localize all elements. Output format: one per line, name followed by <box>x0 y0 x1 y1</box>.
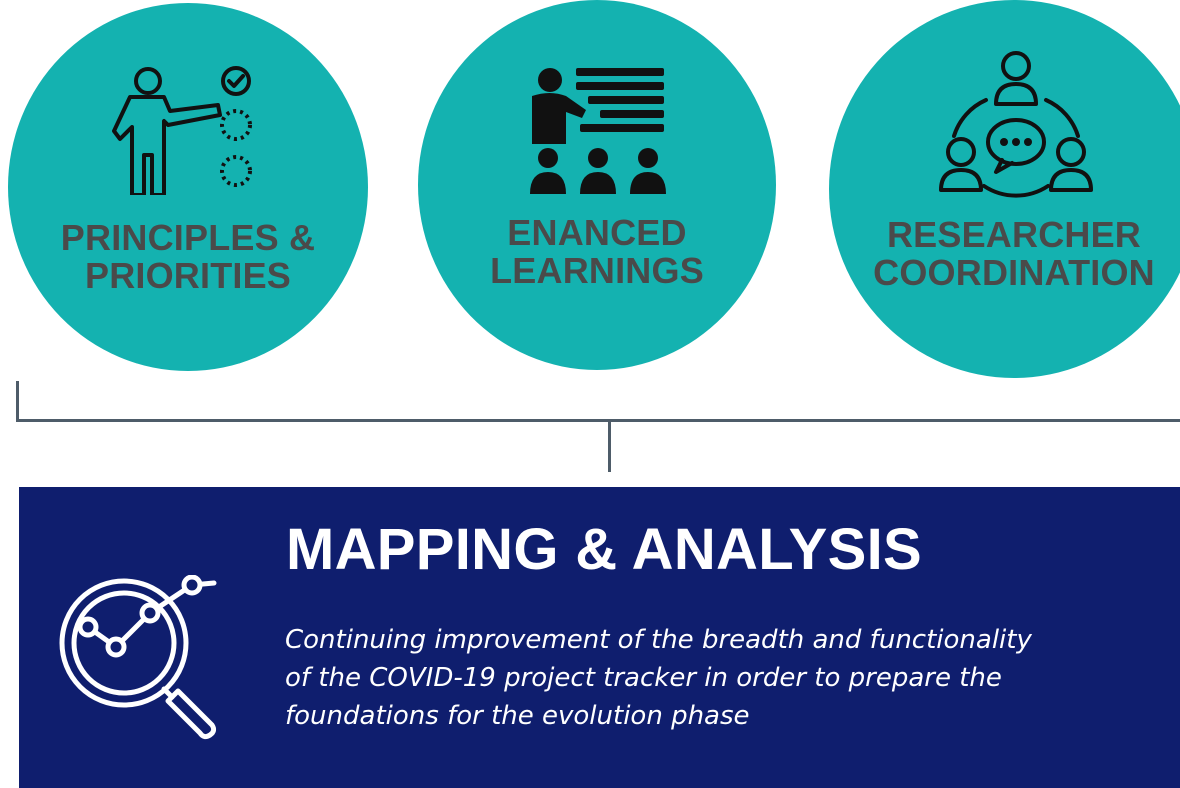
pillar-label-line: PRINCIPLES & <box>60 217 316 258</box>
panel-description: Continuing improvement of the breadth an… <box>285 621 1165 735</box>
panel-description-line: of the COVID-19 project tracker in order… <box>285 663 1002 693</box>
mapping-analysis-panel: MAPPING & ANALYSIS Continuing improvemen… <box>19 487 1180 788</box>
pillar-principles-priorities: PRINCIPLES & PRIORITIES <box>8 3 368 371</box>
pillar-label-line: ENANCED <box>507 212 687 253</box>
panel-title: MAPPING & ANALYSIS <box>286 517 922 582</box>
pillar-label: ENANCED LEARNINGS <box>418 214 776 290</box>
panel-description-line: Continuing improvement of the breadth an… <box>285 625 1032 655</box>
panel-description-line: foundations for the evolution phase <box>285 701 750 731</box>
connector-left <box>16 381 19 422</box>
pillar-label: RESEARCHER COORDINATION <box>829 216 1180 292</box>
pillar-researcher-coordination: RESEARCHER COORDINATION <box>829 0 1180 378</box>
presenter-checklist-icon <box>112 66 252 195</box>
pillar-label: PRINCIPLES & PRIORITIES <box>8 219 368 295</box>
teacher-audience-icon <box>530 68 666 194</box>
pillar-label-line: COORDINATION <box>873 252 1155 293</box>
connector-horizontal <box>16 419 1180 422</box>
pillar-label-line: PRIORITIES <box>84 255 292 296</box>
pillar-label-line: RESEARCHER <box>886 214 1142 255</box>
pillar-enanced-learnings: ENANCED LEARNINGS <box>418 0 776 370</box>
connector-down <box>608 419 611 472</box>
magnifier-chart-icon <box>59 575 217 740</box>
pillar-label-line: LEARNINGS <box>490 250 704 291</box>
team-discussion-icon <box>939 51 1093 198</box>
